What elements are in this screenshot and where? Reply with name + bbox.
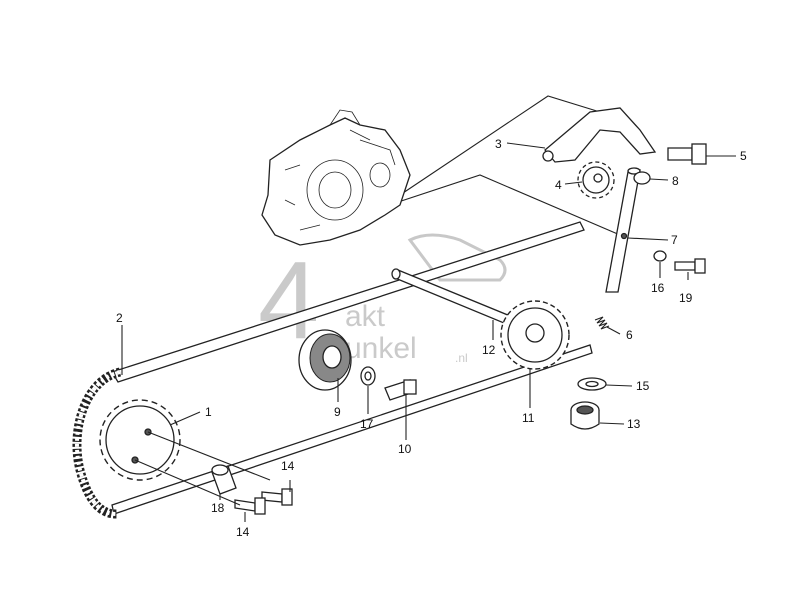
label-13: 13 xyxy=(627,417,641,431)
label-11: 11 xyxy=(522,411,535,425)
reference-lines xyxy=(379,95,621,236)
washer-15 xyxy=(577,377,607,391)
engine-case xyxy=(261,109,411,246)
drive-chain xyxy=(72,221,593,519)
watermark-suffix: .nl xyxy=(455,351,468,365)
label-19: 19 xyxy=(679,291,693,305)
label-2: 2 xyxy=(116,311,123,325)
drive-sprocket xyxy=(99,399,181,481)
spring-6 xyxy=(594,316,610,330)
label-17: 17 xyxy=(360,417,374,431)
label-15: 15 xyxy=(636,379,650,393)
tensioner-roller xyxy=(298,329,352,391)
leader-lines xyxy=(121,142,736,522)
label-4: 4 xyxy=(555,178,562,192)
label-10: 10 xyxy=(398,442,412,456)
washer-16 xyxy=(653,250,667,262)
small-sprocket xyxy=(577,161,615,199)
washer-17 xyxy=(360,366,376,386)
bolt-10 xyxy=(384,379,417,401)
plug-13 xyxy=(570,401,600,430)
label-1: 1 xyxy=(205,405,212,419)
bolt-19 xyxy=(674,258,706,274)
collar-8 xyxy=(633,171,651,185)
label-7: 7 xyxy=(671,233,678,247)
label-5: 5 xyxy=(740,149,747,163)
label-9: 9 xyxy=(334,405,341,419)
bolt-5 xyxy=(667,143,707,165)
label-6: 6 xyxy=(626,328,633,342)
part-labels: 1 2 3 4 5 6 7 8 9 10 11 12 13 14 14 15 1… xyxy=(116,137,747,539)
label-18: 18 xyxy=(211,501,225,515)
watermark-line2: unkel xyxy=(345,332,417,365)
label-16: 16 xyxy=(651,281,665,295)
bolt-14b xyxy=(234,497,266,515)
collar-18 xyxy=(211,464,237,495)
watermark: 4 akt unkel .nl xyxy=(258,233,507,365)
label-14b: 14 xyxy=(236,525,250,539)
label-14a: 14 xyxy=(281,459,295,473)
idler-sprocket xyxy=(500,300,570,370)
label-8: 8 xyxy=(672,174,679,188)
tensioner-arm xyxy=(605,167,641,293)
bolt-14a xyxy=(261,488,293,506)
label-12: 12 xyxy=(482,343,496,357)
watermark-scooter xyxy=(407,233,507,282)
bracket-3 xyxy=(542,107,657,163)
label-3: 3 xyxy=(495,137,502,151)
